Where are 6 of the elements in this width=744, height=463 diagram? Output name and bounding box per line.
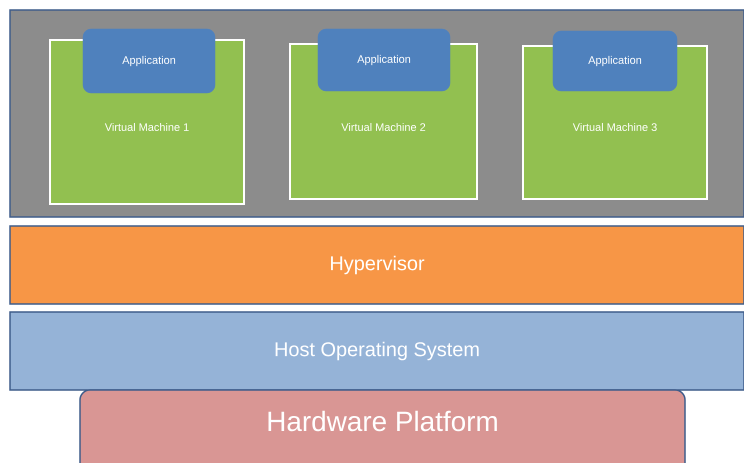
host-os-layer: Host Operating System bbox=[9, 311, 744, 391]
hardware-layer: Hardware Platform bbox=[79, 389, 686, 463]
application-box: Application bbox=[82, 28, 216, 94]
application-box: Application bbox=[318, 28, 450, 92]
hypervisor-layer: Hypervisor bbox=[9, 225, 744, 305]
application-box: Application bbox=[552, 30, 678, 92]
